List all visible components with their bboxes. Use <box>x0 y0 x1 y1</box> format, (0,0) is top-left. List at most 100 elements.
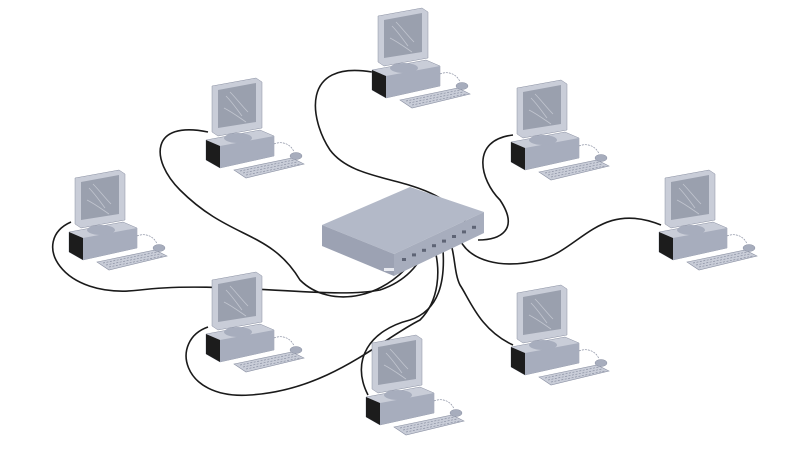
monitor-stand <box>224 133 252 143</box>
monitor-screen <box>218 83 256 128</box>
network-cable <box>451 247 514 346</box>
keyboard-keys <box>550 165 606 178</box>
monitor-screen <box>523 85 561 130</box>
monitor-stand <box>224 327 252 337</box>
switch-top <box>322 187 484 254</box>
keyboard-keys <box>405 420 461 433</box>
keyboard-keys <box>544 161 600 174</box>
screen-pattern <box>676 183 702 215</box>
monitor-screen <box>523 290 561 335</box>
monitor-stand <box>384 390 412 400</box>
monitor-screen <box>378 340 416 385</box>
switch-label <box>384 268 394 271</box>
screen-pattern <box>383 348 409 380</box>
mouse <box>289 346 303 354</box>
system-unit-side <box>220 136 274 168</box>
monitor-stand <box>390 63 418 73</box>
mouse-cable <box>273 336 295 347</box>
keyboard-keys <box>402 418 458 431</box>
keyboard-keys <box>105 253 161 266</box>
monitor-screen <box>81 175 119 220</box>
mouse <box>152 244 166 252</box>
monitor-screen <box>671 175 709 220</box>
screen-pattern <box>86 183 112 215</box>
desktop-computer-icon <box>68 169 168 271</box>
switch-port <box>442 239 446 243</box>
system-unit-front <box>206 140 220 168</box>
keyboard-keys <box>242 161 298 174</box>
network-switch-icon <box>322 187 484 276</box>
desktop-computer-icon <box>205 77 305 179</box>
monitor-stand <box>87 225 115 235</box>
mouse <box>594 154 608 162</box>
desktop-computer-icon <box>365 334 465 436</box>
mouse-cable <box>578 349 600 360</box>
desktop-computer-icon <box>205 271 305 373</box>
screen-pattern <box>223 285 249 317</box>
switch-port <box>412 253 416 257</box>
keyboard-keys <box>411 93 467 106</box>
system-unit-front <box>511 347 525 375</box>
desktop-computer-icon <box>510 284 610 386</box>
network-cable <box>360 249 445 396</box>
keyboard-keys <box>242 355 298 368</box>
mouse <box>742 244 756 252</box>
monitor-stand <box>529 135 557 145</box>
mouse <box>289 152 303 160</box>
desktop-computer-icon <box>658 169 758 271</box>
keyboard-keys <box>108 255 164 268</box>
switch-left-face <box>322 225 394 276</box>
system-unit-front <box>659 232 673 260</box>
switch-port <box>452 235 456 238</box>
system-unit-front <box>511 142 525 170</box>
system-unit-front <box>366 397 380 425</box>
keyboard-keys <box>245 357 301 370</box>
switch-port <box>432 244 436 248</box>
system-unit-side <box>380 393 434 425</box>
mouse-cable <box>136 234 158 245</box>
monitor-stand <box>677 225 705 235</box>
system-unit-front <box>206 334 220 362</box>
mouse-cable <box>273 142 295 153</box>
system-unit-side <box>525 343 579 375</box>
system-unit-side <box>525 138 579 170</box>
keyboard-keys <box>695 253 751 266</box>
keyboard-keys <box>102 251 158 264</box>
keyboard-keys <box>239 353 295 366</box>
keyboard-keys <box>692 251 748 264</box>
network-cable <box>459 217 662 265</box>
mouse-cable <box>578 144 600 155</box>
switch-port <box>422 248 426 252</box>
keyboard-keys <box>550 370 606 383</box>
keyboard-keys <box>547 368 603 381</box>
mouse-cable <box>433 399 455 410</box>
keyboard-keys <box>547 163 603 176</box>
network-cable <box>185 249 439 396</box>
keyboard-keys <box>408 91 464 104</box>
keyboard-keys <box>239 159 295 172</box>
switch-port <box>472 225 476 229</box>
screen-pattern <box>223 91 249 123</box>
mouse <box>455 82 469 90</box>
monitor-screen <box>218 277 256 322</box>
computers <box>68 7 758 436</box>
system-unit-front <box>69 232 83 260</box>
system-unit-front <box>372 70 386 98</box>
cables <box>51 69 662 396</box>
system-unit-side <box>220 330 274 362</box>
switch-front-face <box>394 212 484 276</box>
desktop-computer-icon <box>510 79 610 181</box>
monitor-screen <box>384 13 422 58</box>
mouse-cable <box>439 72 461 83</box>
switch-port <box>462 230 466 234</box>
keyboard-keys <box>544 366 600 379</box>
desktop-computer-icon <box>371 7 471 109</box>
mouse <box>449 409 463 417</box>
screen-pattern <box>389 21 415 53</box>
network-cable <box>314 69 471 231</box>
screen-pattern <box>528 298 554 330</box>
system-unit-side <box>386 66 440 98</box>
keyboard-keys <box>698 255 754 268</box>
network-cable <box>477 134 514 241</box>
